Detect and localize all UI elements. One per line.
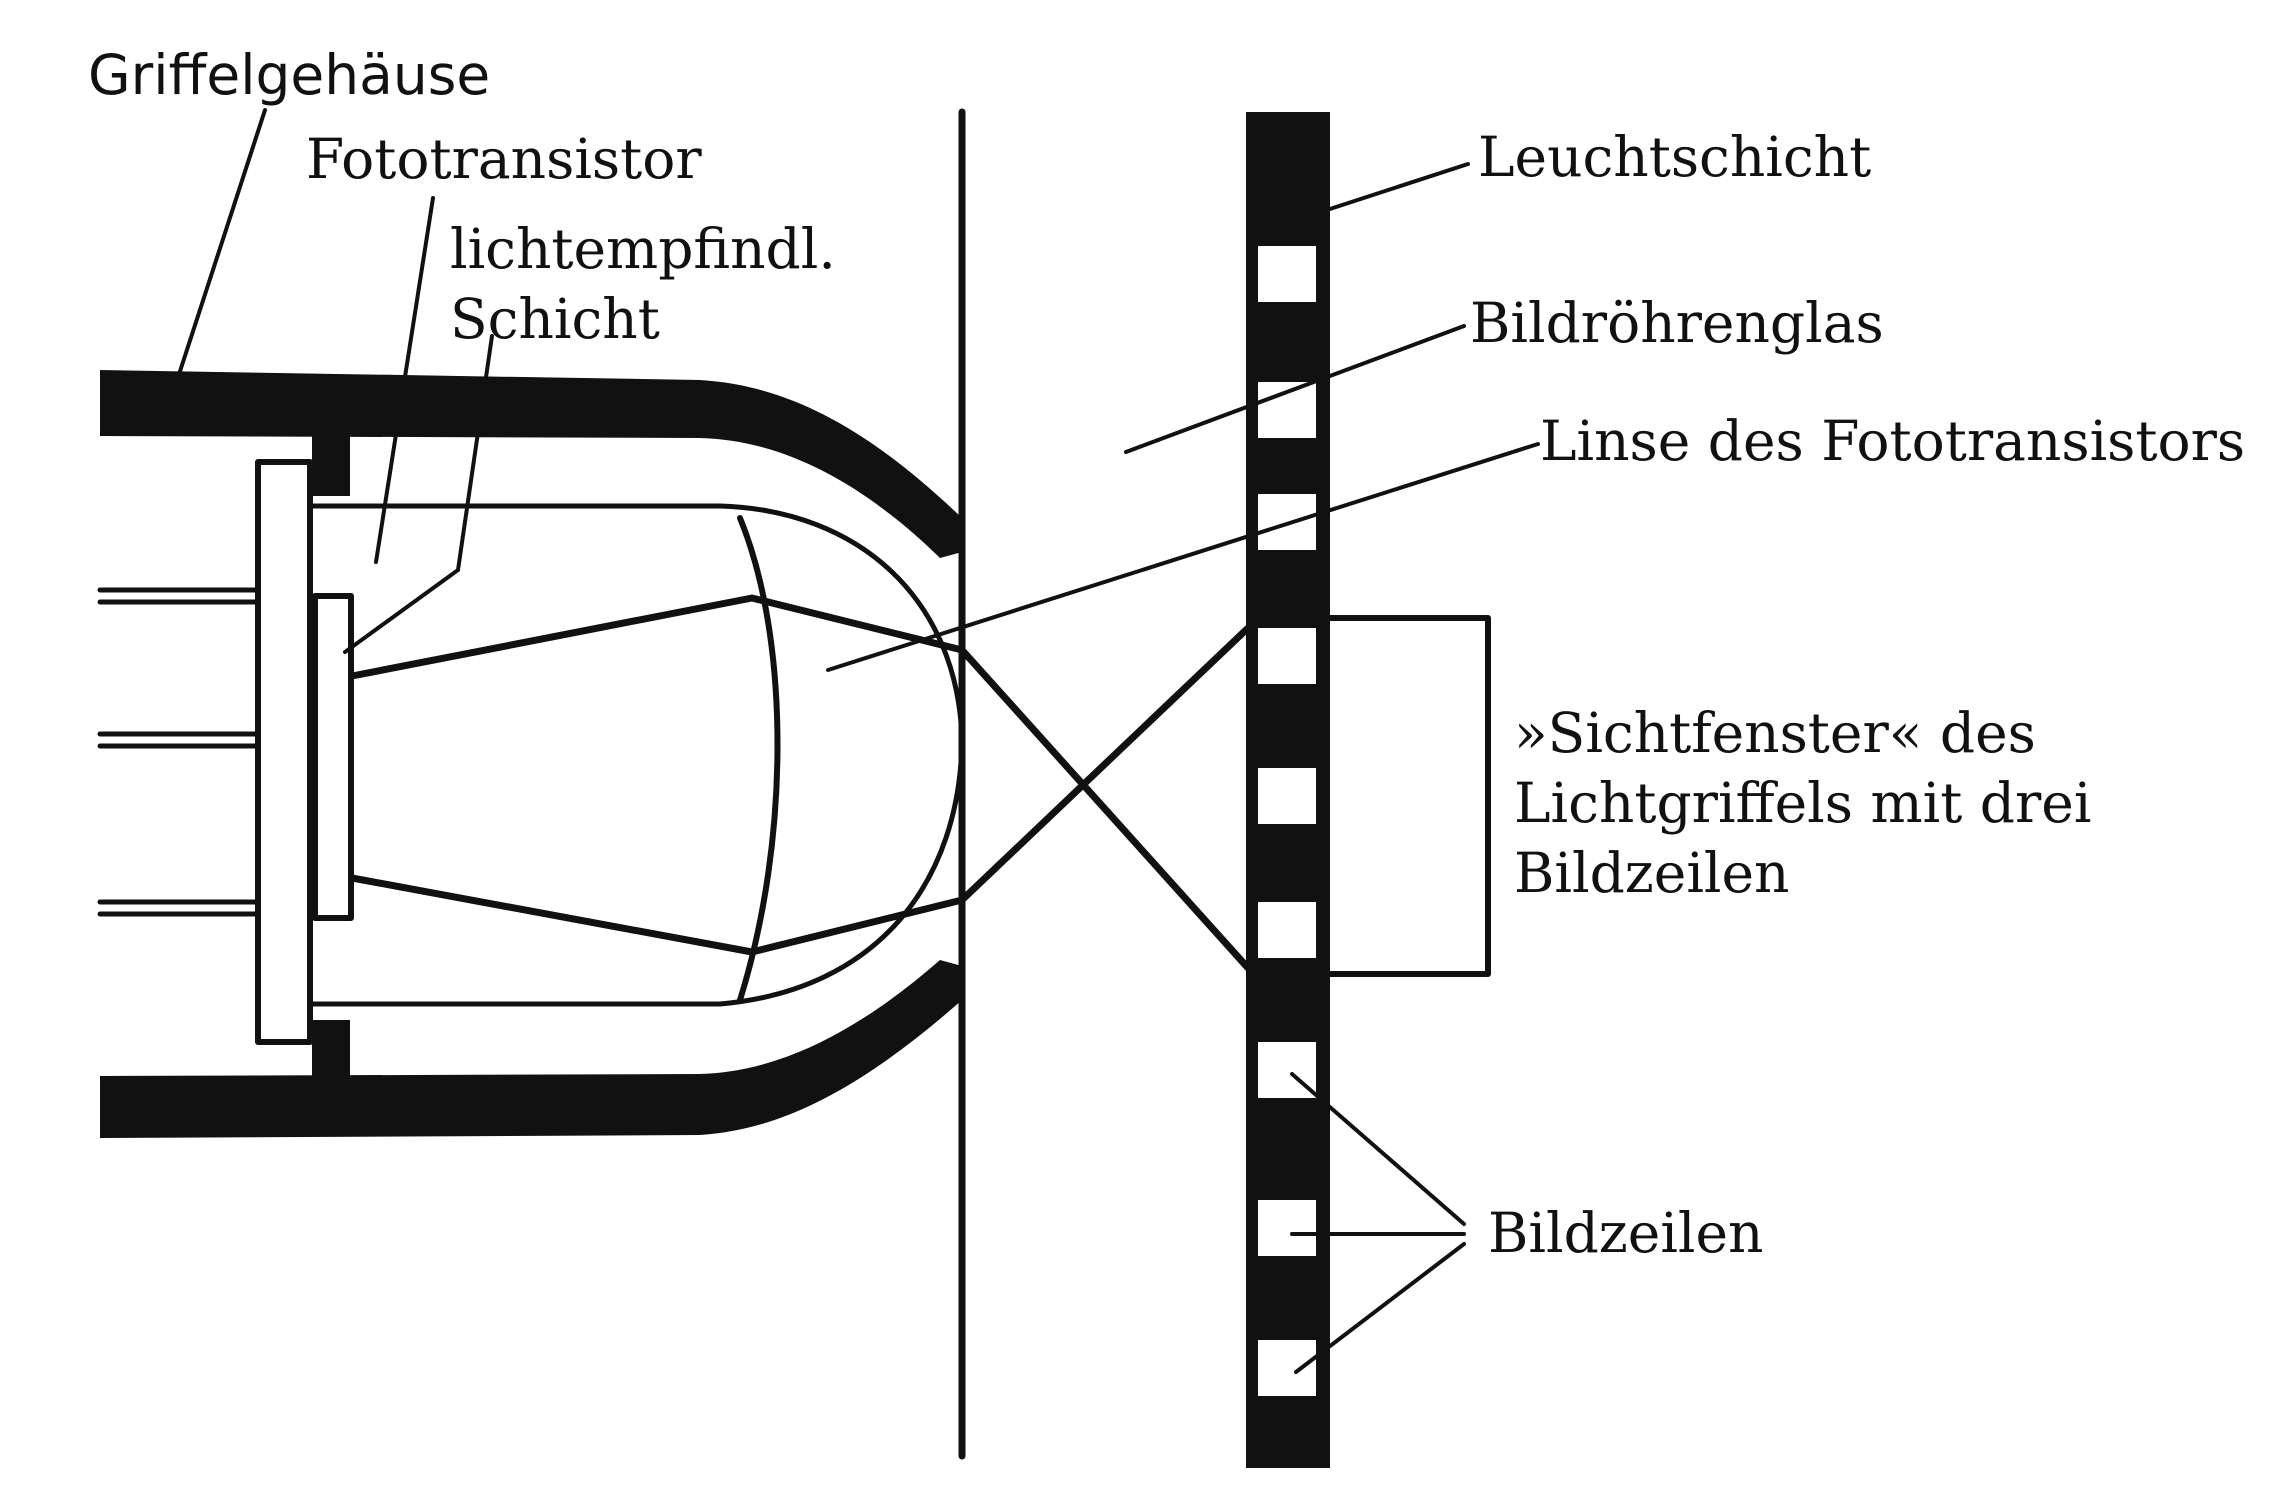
leader-tube-glass (1124, 324, 1466, 454)
transistor-base-plate (255, 459, 313, 1045)
sensitive-layer-chip (312, 593, 354, 921)
housing-bottom-shell (100, 960, 962, 1138)
scan-line-windows (1258, 246, 1316, 1396)
label-scan-lines: Bildzeilen (1488, 1201, 1764, 1265)
lens-curve (737, 515, 781, 1003)
label-viewing-window: »Sichtfenster« des Lichtgriffels mit dre… (1514, 698, 2091, 908)
label-viewing-window-line3: Bildzeilen (1514, 841, 1790, 905)
leader-lines (168, 108, 1540, 1374)
leader-phototransistor (374, 196, 435, 564)
light-rays (348, 594, 1252, 972)
leader-scan-line-c (1294, 1242, 1466, 1374)
leader-sensitive-layer-2 (343, 568, 460, 654)
label-housing: Griffelgehäuse (88, 43, 491, 107)
scan-line (1258, 628, 1316, 684)
leader-housing (168, 108, 267, 404)
label-phosphor-layer: Leuchtschicht (1478, 125, 1872, 189)
housing-mount-bottom (312, 1020, 350, 1078)
label-viewing-window-line2: Lichtgriffels mit drei (1514, 771, 2092, 835)
transistor-leads (97, 587, 259, 917)
scan-line (1258, 902, 1316, 958)
leader-scan-line-a (1290, 1072, 1466, 1226)
housing-top-shell (100, 370, 962, 558)
housing-mount-top (312, 434, 350, 496)
label-lens: Linse des Fototransistors (1540, 409, 2246, 473)
scan-line (1258, 1340, 1316, 1396)
scan-line (1258, 768, 1316, 824)
viewing-window-box (1327, 615, 1491, 977)
leader-phosphor-layer (1288, 162, 1470, 224)
label-phototransistor: Fototransistor (306, 127, 702, 191)
leader-lens (826, 442, 1540, 672)
leader-sensitive-layer (456, 334, 494, 572)
scan-line (1258, 246, 1316, 302)
label-tube-glass: Bildröhrenglas (1470, 291, 1884, 355)
label-sensitive-layer: lichtempfindl. Schicht (450, 214, 836, 354)
label-viewing-window-line1: »Sichtfenster« des (1514, 701, 2036, 765)
label-sensitive-layer-line1: lichtempfindl. (450, 217, 836, 281)
scan-line (1258, 1200, 1316, 1256)
label-sensitive-layer-line2: Schicht (450, 287, 660, 351)
